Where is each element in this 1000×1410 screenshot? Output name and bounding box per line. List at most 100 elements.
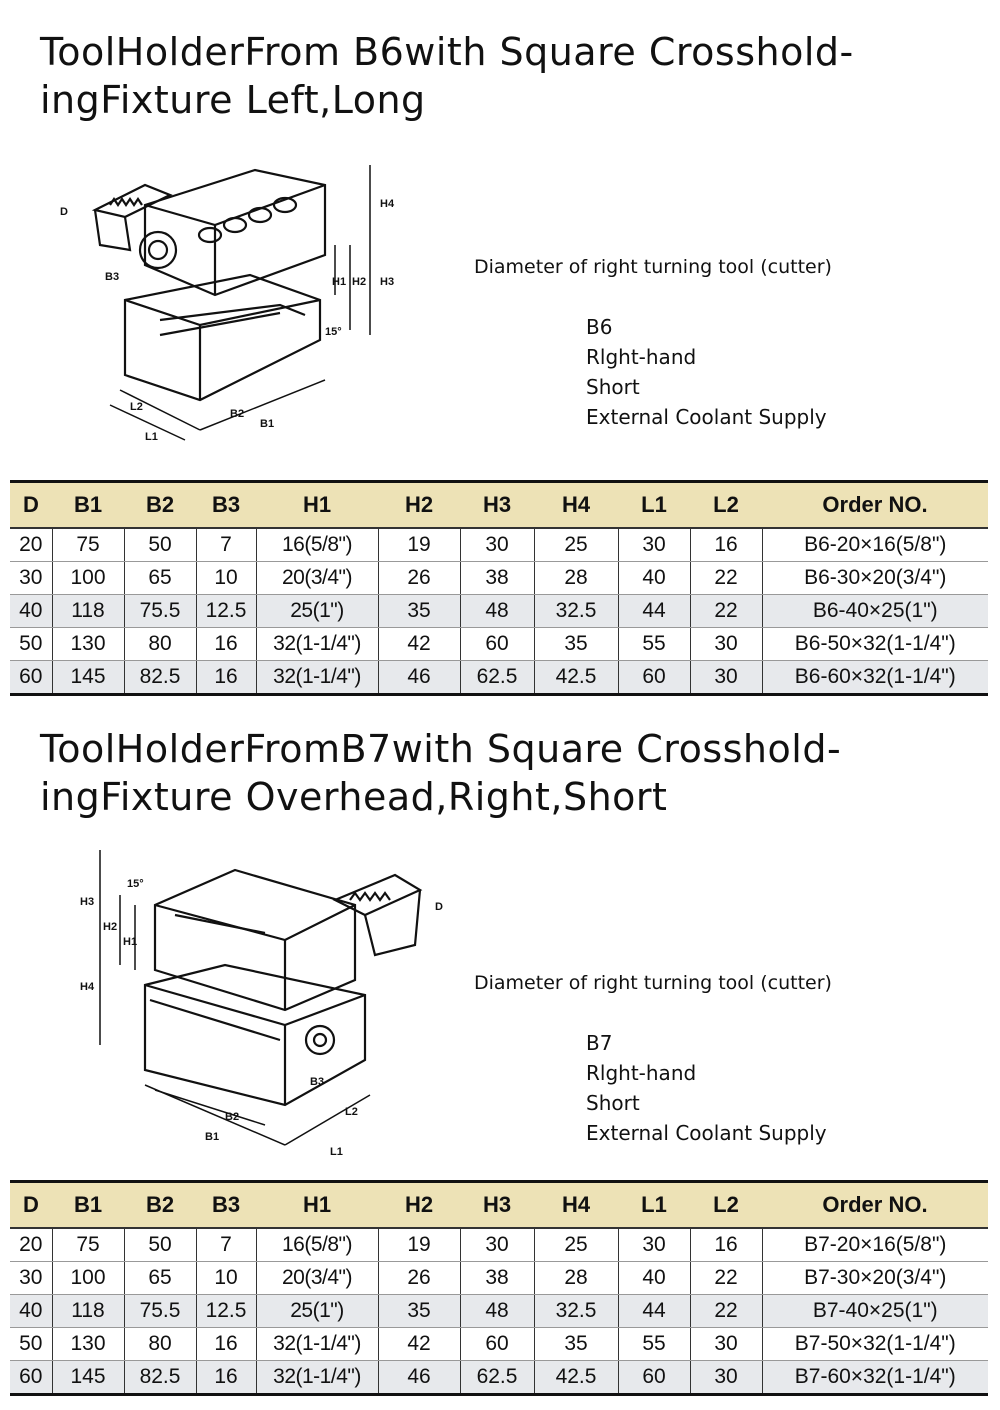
cell-l1: 60 (617, 1360, 690, 1396)
cell-order-no: B7-50×32(1-1/4") (761, 1327, 988, 1361)
cell-h1: 25(1") (255, 594, 378, 628)
col-header-order-no: Order NO. (762, 480, 988, 529)
cell-b3: 7 (195, 1228, 256, 1262)
section2-dim-h1: H1 (123, 936, 137, 948)
cell-h4: 25 (533, 1228, 618, 1262)
cell-b2: 82.5 (123, 660, 196, 696)
section1-dim-h2: H2 (352, 276, 366, 288)
section1-desc-hand: Rlght-hand (586, 345, 697, 369)
cell-h3: 62.5 (459, 660, 534, 696)
cell-h4: 35 (533, 627, 618, 661)
cell-d: 60 (10, 1360, 52, 1396)
cell-h3: 48 (459, 594, 534, 628)
table-row: 40 118 75.5 12.5 25(1") 35 48 32.5 44 22… (10, 594, 988, 628)
section1-title-line2: ingFixture Left,Long (40, 78, 426, 122)
cell-h1: 32(1-1/4") (255, 1327, 378, 1361)
cell-d: 40 (10, 594, 52, 628)
cell-h1: 32(1-1/4") (255, 660, 378, 696)
table-row: 60 145 82.5 16 32(1-1/4") 46 62.5 42.5 6… (10, 660, 988, 696)
section1-dim-h1: H1 (332, 276, 346, 288)
col-header-b3: B3 (196, 480, 256, 529)
col-header-h2: H2 (378, 1180, 460, 1229)
table-row: 20 75 50 7 16(5/8") 19 30 25 30 16 B6-20… (10, 528, 988, 562)
cell-b1: 145 (51, 1360, 124, 1396)
cell-b1: 75 (51, 1228, 124, 1262)
cell-b1: 100 (51, 1261, 124, 1295)
cell-order-no: B7-40×25(1") (761, 1294, 988, 1328)
section1-desc-length: Short (586, 375, 640, 399)
cell-l2: 30 (689, 660, 762, 696)
section2-title: ToolHolderFromB7with Square Crosshold- i… (40, 725, 841, 821)
section1-dim-l1: L1 (145, 431, 158, 443)
col-header-l1: L1 (618, 480, 690, 529)
cell-b3: 10 (195, 561, 256, 595)
col-header-b3: B3 (196, 1180, 256, 1229)
col-header-l2: L2 (690, 480, 762, 529)
section2-dim-l2: L2 (345, 1106, 358, 1118)
cell-b2: 65 (123, 1261, 196, 1295)
section2-description-heading: Diameter of right turning tool (cutter) (474, 972, 832, 994)
table-header-row: D B1 B2 B3 H1 H2 H3 H4 L1 L2 Order NO. (10, 480, 988, 529)
section1-title: ToolHolderFrom B6with Square Crosshold- … (40, 28, 854, 124)
col-header-h2: H2 (378, 480, 460, 529)
cell-l2: 22 (689, 1294, 762, 1328)
section2-desc-length: Short (586, 1091, 640, 1115)
cell-h4: 32.5 (533, 594, 618, 628)
cell-h1: 25(1") (255, 1294, 378, 1328)
cell-h3: 30 (459, 528, 534, 562)
table-row: 40 118 75.5 12.5 25(1") 35 48 32.5 44 22… (10, 1294, 988, 1328)
cell-l1: 44 (617, 594, 690, 628)
cell-b2: 75.5 (123, 1294, 196, 1328)
cell-h4: 28 (533, 561, 618, 595)
cell-l1: 40 (617, 1261, 690, 1295)
col-header-b1: B1 (52, 1180, 124, 1229)
cell-h2: 46 (377, 1360, 460, 1396)
cell-b1: 130 (51, 1327, 124, 1361)
cell-h4: 28 (533, 1261, 618, 1295)
cell-d: 30 (10, 561, 52, 595)
cell-d: 40 (10, 1294, 52, 1328)
col-header-b1: B1 (52, 480, 124, 529)
cell-b3: 10 (195, 1261, 256, 1295)
cell-b1: 100 (51, 561, 124, 595)
cell-d: 50 (10, 627, 52, 661)
cell-b3: 16 (195, 660, 256, 696)
cell-order-no: B6-30×20(3/4") (761, 561, 988, 595)
cell-h1: 20(3/4") (255, 1261, 378, 1295)
section2-dim-l1: L1 (330, 1146, 343, 1158)
cell-l2: 30 (689, 1327, 762, 1361)
cell-h1: 16(5/8") (255, 528, 378, 562)
section2-drawing: D B3 B2 B1 L2 L1 H1 H2 H3 H4 15° (80, 850, 443, 1158)
cell-b2: 80 (123, 1327, 196, 1361)
cell-b2: 65 (123, 561, 196, 595)
cell-order-no: B7-60×32(1-1/4") (761, 1360, 988, 1396)
col-header-h3: H3 (460, 480, 534, 529)
cell-h2: 35 (377, 1294, 460, 1328)
col-header-l2: L2 (690, 1180, 762, 1229)
section1-description: B6 Rlght-hand Short External Coolant Sup… (586, 312, 827, 432)
cell-order-no: B7-30×20(3/4") (761, 1261, 988, 1295)
cell-l1: 30 (617, 528, 690, 562)
section1-dim-b2: B2 (230, 408, 244, 420)
cell-h2: 42 (377, 627, 460, 661)
section2-dim-b3: B3 (310, 1076, 324, 1088)
col-header-d: D (10, 1180, 52, 1229)
cell-h1: 16(5/8") (255, 1228, 378, 1262)
section1-dim-h3: H3 (380, 276, 394, 288)
section1-dim-b3: B3 (105, 271, 119, 283)
cell-b3: 16 (195, 627, 256, 661)
cell-h2: 46 (377, 660, 460, 696)
cell-b1: 130 (51, 627, 124, 661)
cell-l1: 60 (617, 660, 690, 696)
section1-description-heading: Diameter of right turning tool (cutter) (474, 256, 832, 278)
cell-d: 30 (10, 1261, 52, 1295)
cell-l1: 55 (617, 1327, 690, 1361)
cell-b2: 50 (123, 1228, 196, 1262)
table-row: 30 100 65 10 20(3/4") 26 38 28 40 22 B7-… (10, 1261, 988, 1295)
cell-order-no: B6-40×25(1") (761, 594, 988, 628)
cell-b2: 82.5 (123, 1360, 196, 1396)
table-row: 50 130 80 16 32(1-1/4") 42 60 35 55 30 B… (10, 627, 988, 661)
section1-drawing: D B3 B2 B1 L2 L1 H1 H2 H3 H4 15° (60, 165, 395, 443)
section2-title-line2: ingFixture Overhead,Right,Short (40, 775, 668, 819)
section2-dim-h2: H2 (103, 921, 117, 933)
